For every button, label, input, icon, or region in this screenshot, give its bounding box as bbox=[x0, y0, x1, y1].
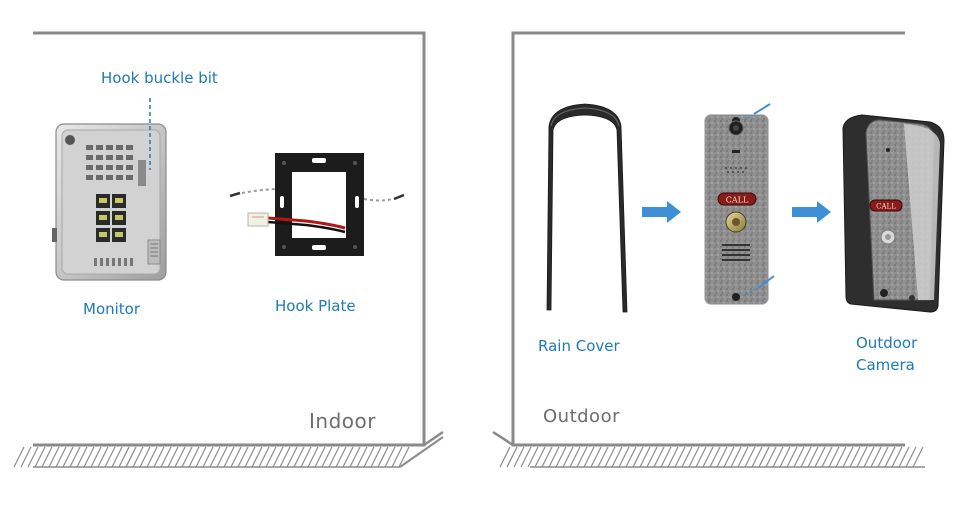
monitor-label: Monitor bbox=[83, 300, 141, 318]
indoor-wall bbox=[33, 31, 444, 447]
rain-cover-image bbox=[546, 103, 628, 313]
rain-cover-label: Rain Cover bbox=[538, 337, 620, 355]
monitor-image bbox=[52, 123, 167, 281]
indoor-section-label: Indoor bbox=[309, 409, 376, 433]
outdoor-wall bbox=[492, 31, 905, 447]
outdoor-camera-label-line1: Outdoor bbox=[856, 334, 918, 352]
outdoor-section-label: Outdoor bbox=[543, 406, 620, 427]
outdoor-camera-image: CALL bbox=[842, 114, 945, 313]
indoor-ground-hatch bbox=[13, 446, 410, 468]
hook-plate-image bbox=[247, 153, 364, 256]
arrow-right-icon bbox=[642, 201, 681, 223]
door-panel-image: CALL bbox=[704, 114, 769, 305]
call-badge-text: CALL bbox=[876, 203, 896, 211]
call-badge-text: CALL bbox=[726, 196, 749, 205]
hook-buckle-label: Hook buckle bit bbox=[101, 69, 218, 87]
hook-plate-label: Hook Plate bbox=[275, 297, 356, 315]
screw-path-left bbox=[241, 188, 276, 194]
arrow-right-icon bbox=[792, 201, 831, 223]
indoor-ground-edge bbox=[399, 436, 444, 468]
outdoor-ground-hatch bbox=[499, 446, 924, 468]
screw-right-icon bbox=[393, 193, 405, 201]
screw-bottom-icon bbox=[742, 275, 775, 297]
screw-left-icon bbox=[229, 191, 241, 198]
screw-path-right bbox=[363, 198, 394, 202]
screw-top-icon bbox=[743, 103, 771, 121]
outdoor-camera-label-line2: Camera bbox=[856, 356, 915, 374]
